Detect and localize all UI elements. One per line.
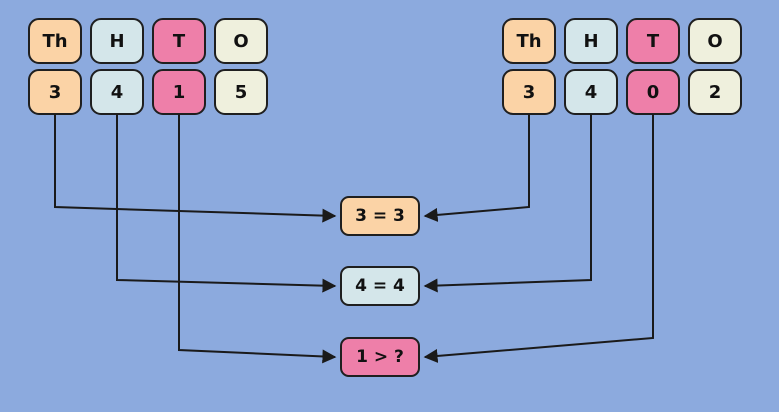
arrow-left-thousands (54, 114, 337, 223)
right-place-value-table: Th H T O 3 4 0 2 (502, 18, 742, 115)
left-header-hundreds: H (90, 18, 144, 64)
arrow-right-thousands (423, 114, 530, 222)
right-digit-tens: 0 (626, 69, 680, 115)
left-header-thousands: Th (28, 18, 82, 64)
arrow-left-tens (178, 114, 337, 364)
right-digit-thousands: 3 (502, 69, 556, 115)
right-header-ones: O (688, 18, 742, 64)
left-place-value-table: Th H T O 3 4 1 5 (28, 18, 268, 115)
right-header-row: Th H T O (502, 18, 742, 64)
left-digit-row: 3 4 1 5 (28, 69, 268, 115)
right-digit-ones: 2 (688, 69, 742, 115)
arrow-right-tens (423, 114, 654, 363)
right-header-hundreds: H (564, 18, 618, 64)
right-digit-hundreds: 4 (564, 69, 618, 115)
comparison-hundreds: 4 = 4 (340, 266, 420, 306)
right-header-tens: T (626, 18, 680, 64)
left-digit-hundreds: 4 (90, 69, 144, 115)
right-digit-row: 3 4 0 2 (502, 69, 742, 115)
comparison-tens: 1 > ? (340, 337, 420, 377)
arrow-left-hundreds (116, 114, 337, 293)
right-header-thousands: Th (502, 18, 556, 64)
arrow-right-hundreds (423, 114, 592, 293)
comparison-thousands: 3 = 3 (340, 196, 420, 236)
left-digit-thousands: 3 (28, 69, 82, 115)
left-digit-ones: 5 (214, 69, 268, 115)
left-header-row: Th H T O (28, 18, 268, 64)
left-digit-tens: 1 (152, 69, 206, 115)
left-header-ones: O (214, 18, 268, 64)
left-header-tens: T (152, 18, 206, 64)
